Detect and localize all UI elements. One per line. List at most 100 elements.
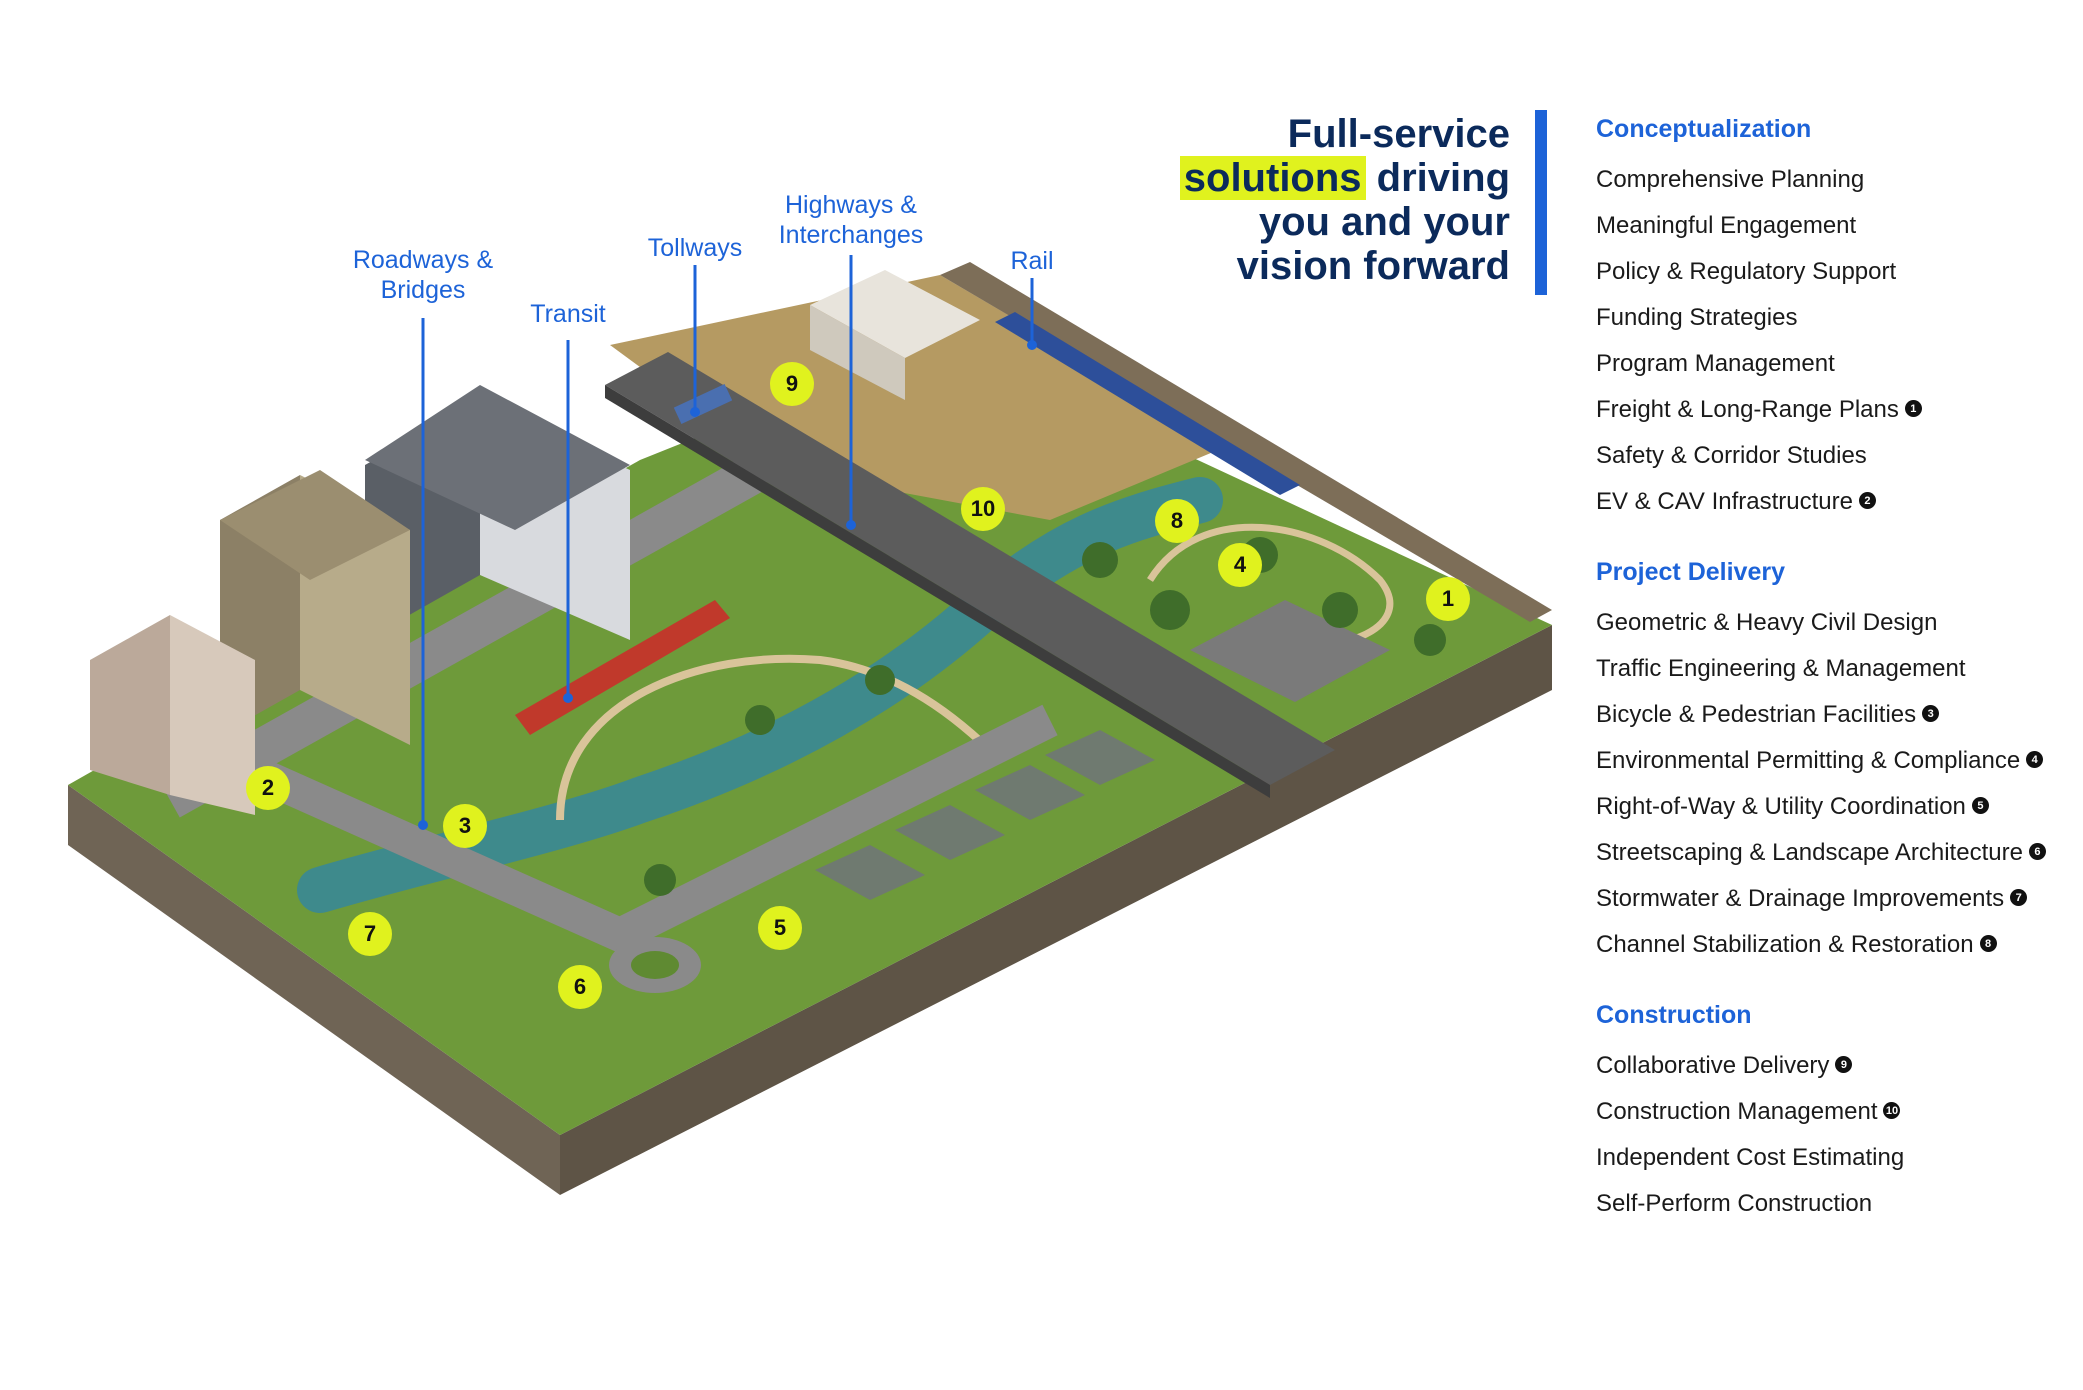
hotel-building-side [90, 615, 170, 795]
headline-accent-bar [1535, 110, 1547, 295]
service-item: Bicycle & Pedestrian Facilities 3 [1596, 692, 2076, 738]
service-item-label: Freight & Long-Range Plans [1596, 396, 1899, 423]
house [895, 805, 1005, 860]
service-item: EV & CAV Infrastructure 2 [1596, 479, 2076, 525]
hotel-building-front [170, 615, 255, 815]
river [297, 477, 1223, 913]
callout-dot [1027, 340, 1037, 350]
service-item-label: Program Management [1596, 350, 1835, 377]
tree [1322, 592, 1358, 628]
marker-5: 5 [758, 906, 802, 950]
local-road [243, 704, 1058, 954]
marker-1: 1 [1426, 577, 1470, 621]
terrain-right-face [560, 625, 1552, 1195]
service-section-heading: Project Delivery [1596, 558, 1785, 586]
stone-tower-roof [220, 470, 410, 580]
service-item: Self-Perform Construction [1596, 1181, 2076, 1227]
service-item: Environmental Permitting & Compliance 4 [1596, 738, 2076, 784]
service-item: Funding Strategies [1596, 295, 2076, 341]
service-item-label: Geometric & Heavy Civil Design [1596, 609, 1938, 636]
marker-9: 9 [770, 362, 814, 406]
service-item: Right-of-Way & Utility Coordination 5 [1596, 784, 2076, 830]
callout-dot [690, 407, 700, 417]
callout-dot [563, 693, 573, 703]
service-section-heading: Construction [1596, 1001, 1752, 1029]
house [975, 765, 1085, 820]
headline-highlight: solutions [1179, 156, 1366, 200]
service-item-label: EV & CAV Infrastructure [1596, 488, 1853, 515]
callout-dot [846, 520, 856, 530]
service-badge: 6 [2028, 843, 2046, 861]
service-item: Construction Management 10 [1596, 1089, 2076, 1135]
service-item-label: Collaborative Delivery [1596, 1052, 1830, 1079]
service-item: Traffic Engineering & Management [1596, 646, 2076, 692]
marker-8: 8 [1155, 499, 1199, 543]
headline: Full-service solutions driving you and y… [1179, 112, 1510, 288]
marker-4: 4 [1218, 543, 1262, 587]
service-badge: 10 [1883, 1102, 1901, 1120]
service-item-label: Meaningful Engagement [1596, 212, 1857, 239]
service-item: Independent Cost Estimating [1596, 1135, 2076, 1181]
marker-3: 3 [443, 804, 487, 848]
parking-lot [1190, 600, 1390, 702]
service-item-label: Right-of-Way & Utility Coordination [1596, 793, 1966, 820]
service-item: Meaningful Engagement [1596, 203, 2076, 249]
service-item-label: Independent Cost Estimating [1596, 1144, 1905, 1171]
service-badge: 1 [1904, 400, 1922, 418]
tree [745, 705, 775, 735]
elevated-highway [605, 352, 1335, 785]
service-item-label: Streetscaping & Landscape Architecture [1596, 839, 2023, 866]
service-item-label: Construction Management [1596, 1098, 1878, 1125]
service-item: Collaborative Delivery 9 [1596, 1043, 2076, 1089]
service-item-label: Bicycle & Pedestrian Facilities [1596, 701, 1917, 728]
freight-train [995, 312, 1300, 495]
service-badge: 8 [1979, 935, 1997, 953]
tree [865, 665, 895, 695]
callout-tollways: Tollways [647, 234, 743, 262]
service-item-label: Environmental Permitting & Compliance [1596, 747, 2021, 774]
service-item-label: Policy & Regulatory Support [1596, 258, 1897, 285]
highway-edge [605, 385, 1270, 798]
city-road [160, 452, 770, 818]
tree [644, 864, 676, 896]
service-badge: 5 [1971, 797, 1989, 815]
service-item: Policy & Regulatory Support [1596, 249, 2076, 295]
service-item-label: Comprehensive Planning [1596, 166, 1865, 193]
roundabout-island [631, 951, 679, 979]
office-tower-roof [365, 385, 630, 530]
service-item: Channel Stabilization & Restoration 8 [1596, 922, 2076, 968]
service-item: Comprehensive Planning [1596, 157, 2076, 203]
service-badge: 2 [1858, 492, 1876, 510]
service-badge: 9 [1835, 1056, 1853, 1074]
service-badge: 4 [2026, 751, 2044, 769]
service-item-label: Stormwater & Drainage Improvements [1596, 885, 2005, 912]
tree [1414, 624, 1446, 656]
tree [1150, 590, 1190, 630]
callout-roadways-bridges: Roadways & Bridges [352, 246, 494, 304]
marker-7: 7 [348, 912, 392, 956]
marker-2: 2 [246, 766, 290, 810]
service-badge: 3 [1922, 705, 1940, 723]
callout-highways-interchanges: Highways & Interchanges [778, 191, 924, 249]
service-section-heading: Conceptualization [1596, 115, 1812, 143]
callout-dot [418, 820, 428, 830]
service-item-label: Channel Stabilization & Restoration [1596, 931, 1974, 958]
marker-6: 6 [558, 965, 602, 1009]
service-badge: 7 [2010, 889, 2028, 907]
service-item: Geometric & Heavy Civil Design [1596, 600, 2076, 646]
service-item: Safety & Corridor Studies [1596, 433, 2076, 479]
warehouse-side [810, 305, 905, 400]
terrain-front-face [68, 785, 560, 1195]
service-item: Streetscaping & Landscape Architecture 6 [1596, 830, 2076, 876]
service-item: Freight & Long-Range Plans 1 [1596, 387, 2076, 433]
tree [1082, 542, 1118, 578]
toll-plaza [673, 384, 733, 424]
service-item: Program Management [1596, 341, 2076, 387]
callout-rail: Rail [1010, 247, 1054, 275]
service-item: Stormwater & Drainage Improvements 7 [1596, 876, 2076, 922]
marker-10: 10 [961, 487, 1005, 531]
